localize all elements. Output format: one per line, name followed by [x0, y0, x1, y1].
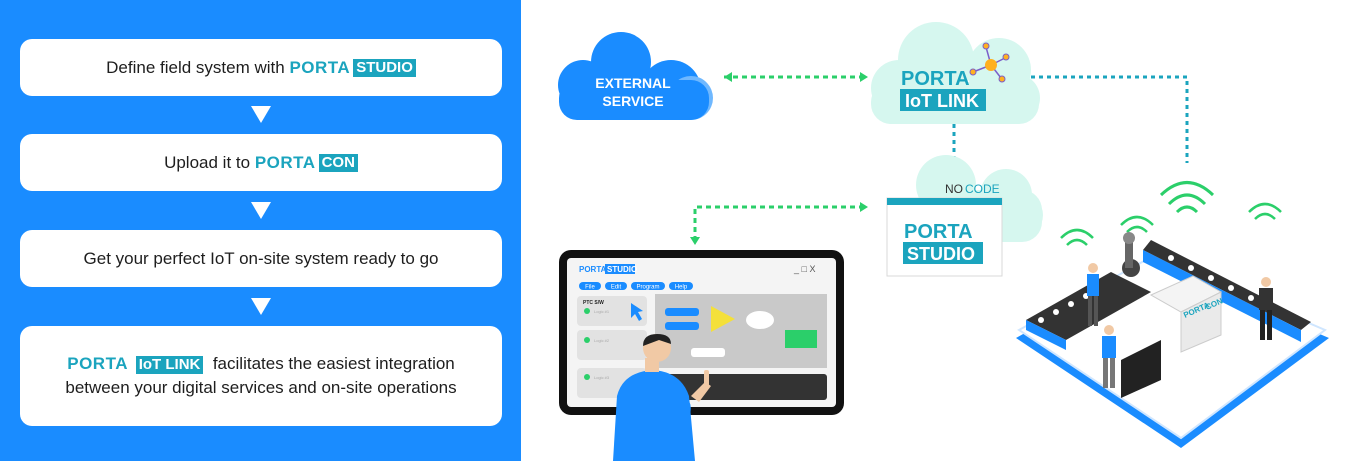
add-icon[interactable] [584, 374, 590, 380]
worker-figure [1102, 325, 1116, 388]
connector-studio-monitor [693, 205, 864, 240]
menu-edit-label: Edit [611, 285, 622, 291]
add-icon[interactable] [584, 308, 590, 314]
integration-diagram: EXTERNAL SERVICE PORTA IoT LINK NO CO [558, 22, 1329, 461]
roller [1068, 301, 1074, 307]
step-1-text: Define field system with [106, 57, 290, 77]
diagram-area: EXTERNAL SERVICE PORTA IoT LINK NO CO [521, 0, 1346, 461]
side-panel-card [577, 296, 647, 326]
workstation [1121, 340, 1161, 398]
iot-product: IoT LINK [905, 91, 979, 111]
studio-product-box [903, 242, 983, 264]
studio-card-header [887, 198, 1002, 205]
monitor-logo-brand: PORTA [579, 265, 607, 274]
person-illustration [613, 334, 711, 461]
studio-product: STUDIO [907, 244, 975, 264]
worker-figure [1087, 263, 1099, 326]
step-2: Upload it to PORTA CON [20, 134, 502, 191]
roller [1248, 295, 1254, 301]
step-3: Get your perfect IoT on-site system read… [20, 230, 502, 287]
panel-item-3[interactable]: Logic #3 [594, 375, 610, 380]
porta-con-booth-side [1180, 291, 1222, 353]
porta-brand: PORTA [289, 57, 351, 77]
roller [1038, 317, 1044, 323]
logic-block[interactable] [665, 322, 699, 330]
down-arrow-icon [251, 202, 271, 219]
roller [1228, 285, 1234, 291]
worker-figure [1259, 277, 1273, 340]
porta-brand: PORTA [254, 152, 316, 172]
roller [1053, 309, 1059, 315]
logic-block[interactable] [665, 308, 699, 316]
external-line2: SERVICE [602, 93, 663, 109]
logic-output[interactable] [785, 330, 817, 348]
menu-file-label: File [585, 285, 595, 291]
porta-studio-no-code: NO CODE PORTA STUDIO [886, 155, 1043, 277]
menu-help-label: Help [675, 285, 688, 291]
factory-illustration: PORTA CON [1016, 181, 1329, 448]
add-icon[interactable] [584, 337, 590, 343]
window-controls[interactable]: _ □ X [793, 264, 815, 274]
panel-item-2[interactable]: Logic #2 [594, 338, 610, 343]
arrow-right-icon [860, 72, 868, 82]
panel-item-1[interactable]: Logic #1 [594, 309, 610, 314]
studio-product: STUDIO [353, 58, 416, 77]
external-service-cloud: EXTERNAL SERVICE [558, 32, 713, 120]
iot-link-cloud: PORTA IoT LINK [871, 22, 1040, 124]
step-4-line2: between your digital services and on-sit… [65, 378, 457, 397]
wifi-icon [1120, 215, 1154, 233]
panel-title: PTC S/W [583, 300, 604, 306]
step-4-line1: PORTA IoT LINK facilitates the easiest i… [67, 352, 455, 376]
logic-block[interactable] [691, 348, 725, 357]
down-arrow-icon [251, 298, 271, 315]
wifi-icon [1159, 181, 1215, 214]
menu-file[interactable] [579, 282, 601, 290]
conveyor-left-side [1026, 320, 1066, 350]
side-panel-card [577, 330, 647, 360]
step-4: PORTA IoT LINK facilitates the easiest i… [20, 326, 502, 426]
external-line1: EXTERNAL [595, 75, 671, 91]
menu-edit[interactable] [605, 282, 627, 290]
step-1: Define field system with PORTA STUDIO [20, 39, 502, 96]
iot-brand: PORTA [901, 68, 970, 90]
roller [1208, 275, 1214, 281]
roller [1188, 265, 1194, 271]
network-node-icon [969, 42, 1010, 83]
step-4-text: facilitates the easiest integration [208, 354, 455, 373]
monitor-logo-box [605, 264, 635, 274]
arrow-right-icon [860, 202, 868, 212]
menu-program-label: Program [636, 285, 659, 291]
porta-brand: PORTA [67, 354, 128, 373]
studio-brand: PORTA [904, 221, 973, 243]
connector-iot-factory [1031, 75, 1189, 163]
cursor-icon [631, 303, 643, 321]
steps-panel: Define field system with PORTA STUDIO Up… [0, 0, 521, 461]
robot-arm-icon [1122, 232, 1140, 277]
no-text: NO [945, 182, 963, 196]
step-3-text: Get your perfect IoT on-site system read… [83, 248, 439, 268]
iot-product-box [900, 89, 986, 111]
step-2-text: Upload it to [164, 152, 255, 172]
down-arrow-icon [251, 106, 271, 123]
roller [1168, 255, 1174, 261]
monitor-logo-product: STUDIO [607, 265, 637, 274]
wifi-icon [1060, 228, 1094, 246]
code-text: CODE [965, 182, 1000, 196]
arrow-down-icon [690, 237, 700, 245]
play-triangle-icon [711, 306, 735, 332]
wifi-icon [1248, 202, 1282, 220]
menu-help[interactable] [669, 282, 693, 290]
logic-node[interactable] [746, 311, 774, 329]
con-product: CON [318, 153, 358, 172]
menu-program[interactable] [631, 282, 665, 290]
iot-link-product: IoT LINK [135, 356, 204, 374]
arrow-left-icon [724, 72, 732, 82]
